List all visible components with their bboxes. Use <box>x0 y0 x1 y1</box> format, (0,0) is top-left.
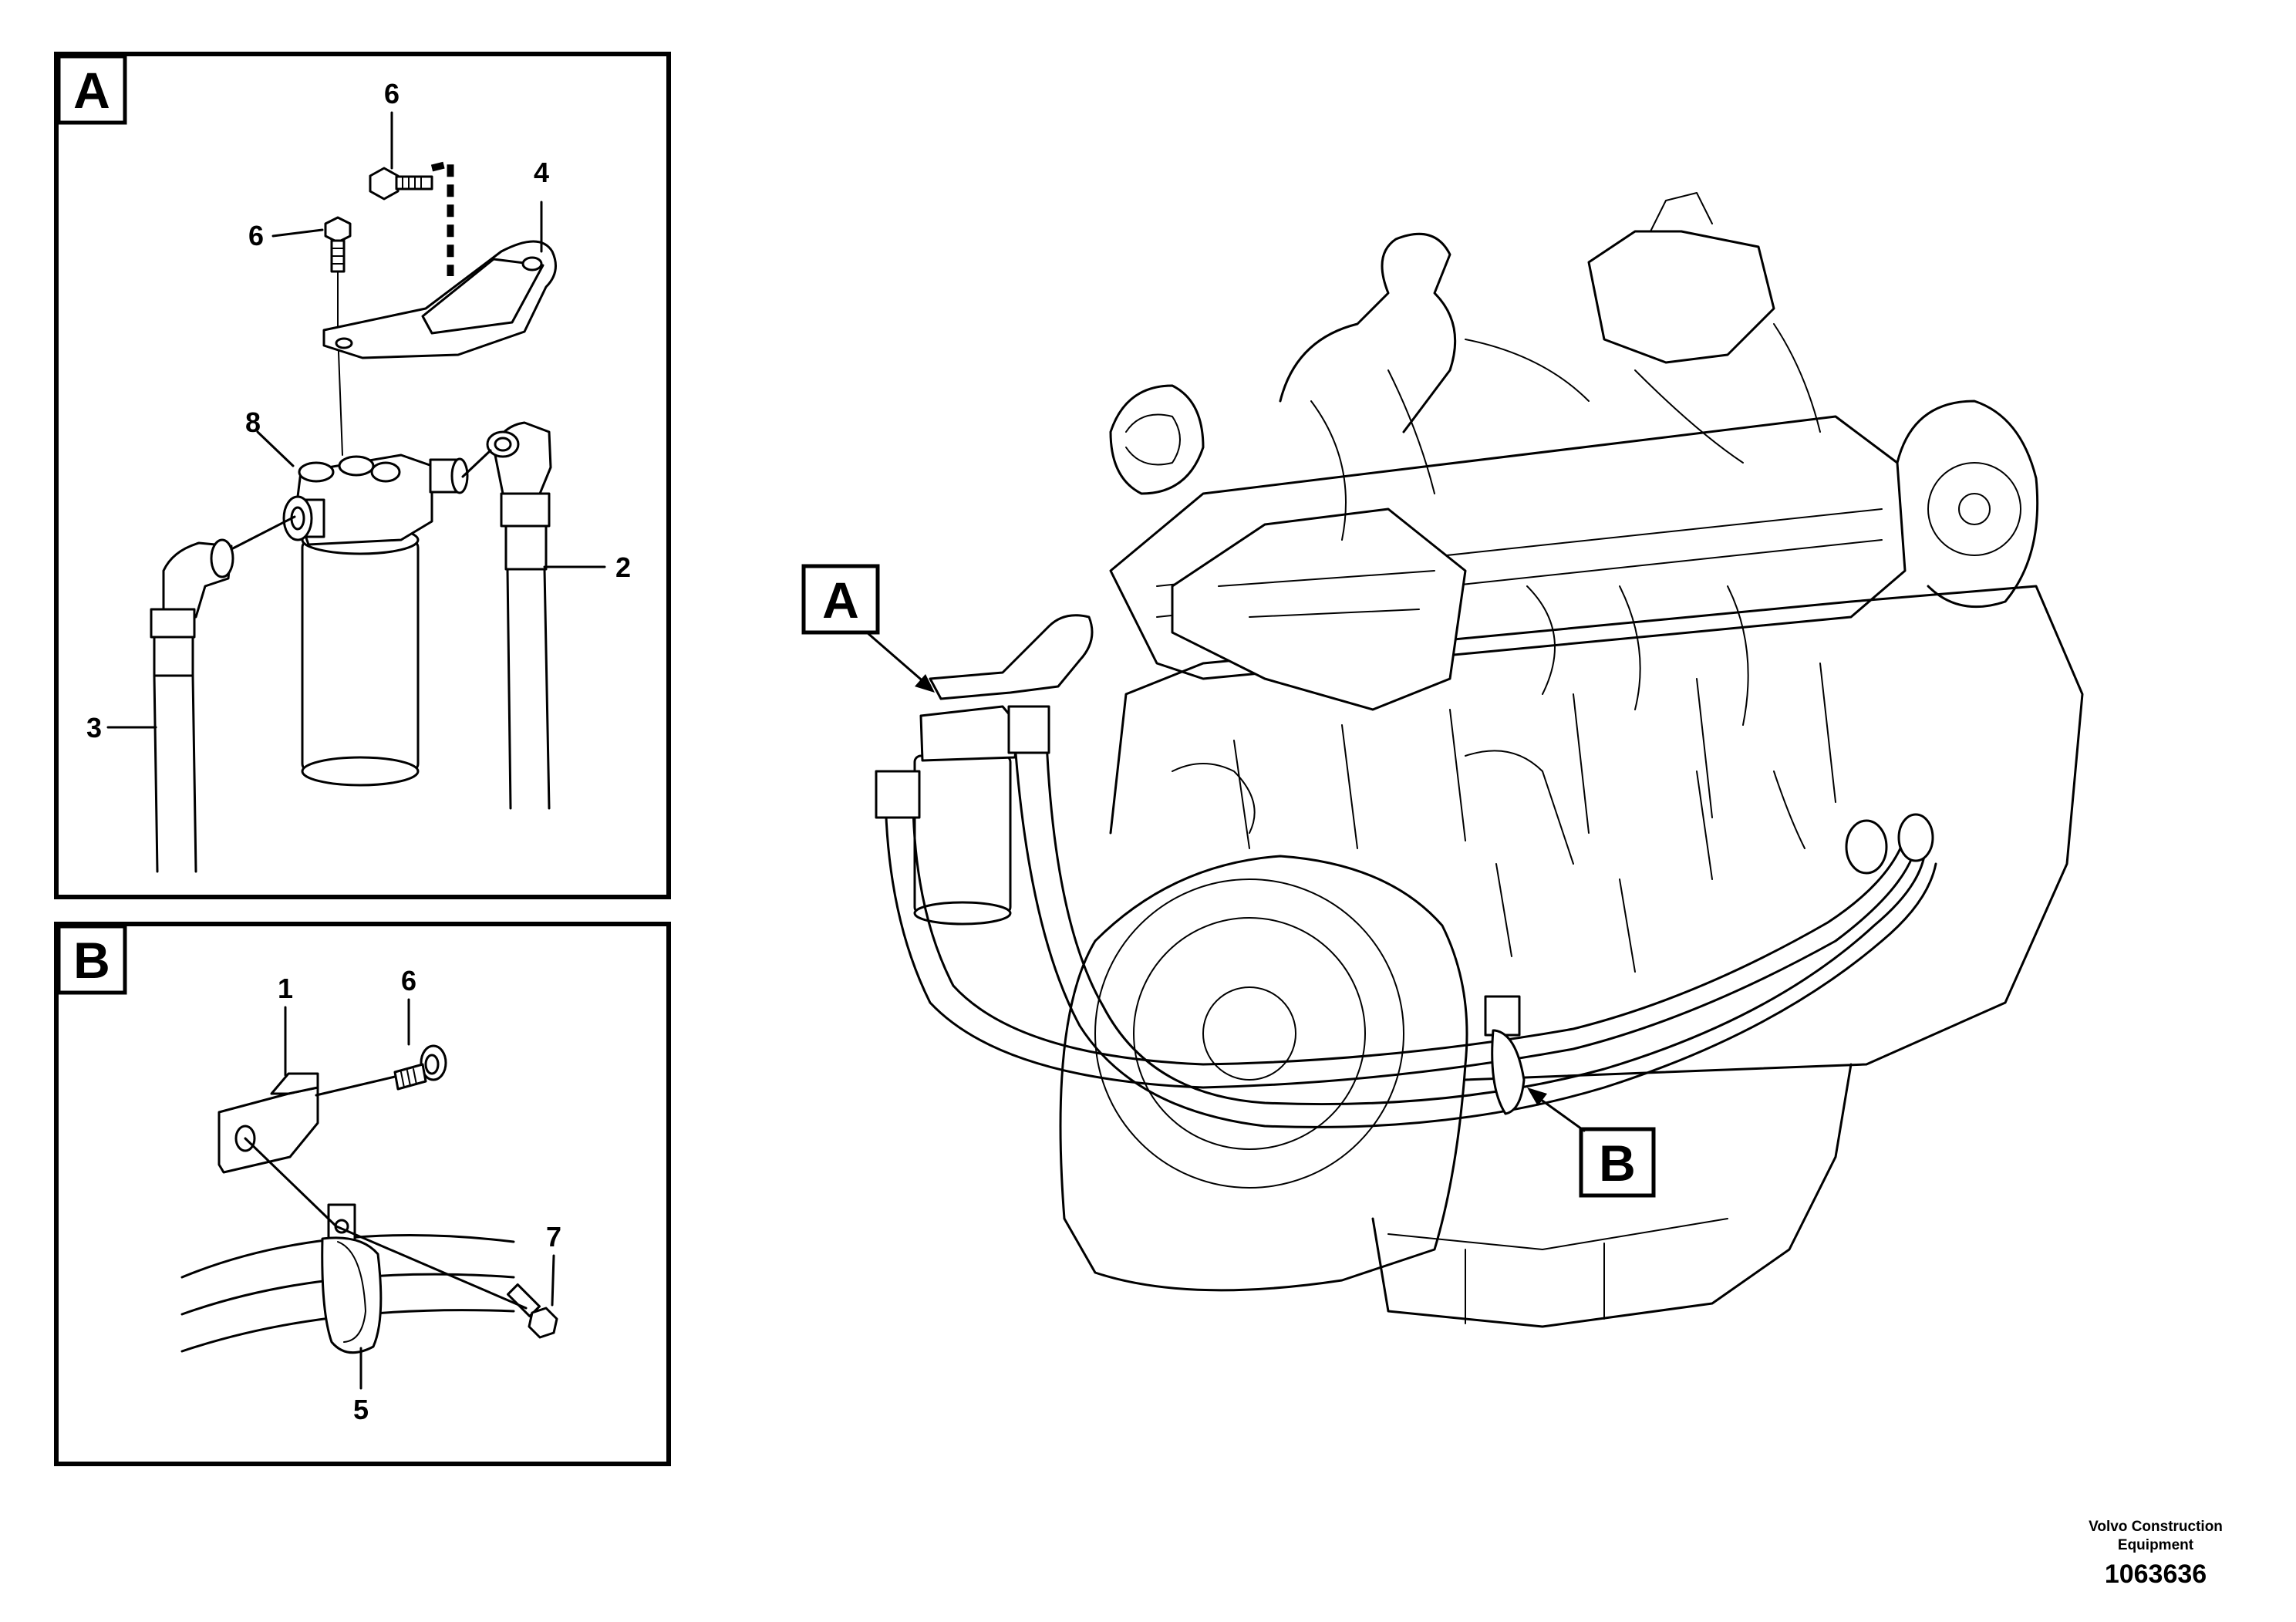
view-label-a: A <box>801 564 935 693</box>
detail-b-panel: B <box>54 922 671 1466</box>
brand-line-2: Equipment <box>2118 1537 2194 1553</box>
detail-b-letter: B <box>73 932 110 989</box>
callout-6-top: 6 <box>384 78 400 110</box>
clamp-bracket-icon <box>217 1072 319 1174</box>
oil-filter-icon <box>913 614 1094 926</box>
callout-5: 5 <box>353 1394 369 1425</box>
callout-7: 7 <box>546 1221 561 1253</box>
hose-icon <box>875 705 1937 1128</box>
hose-clamp-icon <box>1484 995 1526 1115</box>
image-number: 1063636 <box>2105 1560 2207 1589</box>
overview-label-a: A <box>822 572 859 629</box>
callout-1: 1 <box>278 973 293 1004</box>
detail-a-panel: A <box>54 52 671 899</box>
oil-filter-icon <box>282 454 469 787</box>
footer-credits: Volvo Construction Equipment 1063636 <box>2089 1519 2223 1589</box>
bolt-icon <box>369 167 433 201</box>
flange-bolt-icon <box>393 1044 447 1091</box>
callout-2: 2 <box>615 551 631 583</box>
overview-label-b: B <box>1599 1135 1636 1192</box>
callout-4: 4 <box>534 157 549 188</box>
callout-3: 3 <box>86 712 102 744</box>
hose-icon <box>150 538 234 873</box>
callout-6: 6 <box>401 965 416 996</box>
engine-overview-drawing: A B <box>801 192 2084 1328</box>
view-label-b: B <box>1527 1088 1656 1198</box>
detail-a-letter: A <box>73 62 110 119</box>
hose-clamp-icon <box>321 1203 383 1354</box>
bracket-icon <box>322 240 557 359</box>
callout-6-left: 6 <box>248 220 264 251</box>
brand-line-1: Volvo Construction <box>2089 1519 2223 1535</box>
bolt-icon <box>324 216 352 273</box>
hose-icon <box>486 421 552 810</box>
callout-8: 8 <box>245 406 261 438</box>
